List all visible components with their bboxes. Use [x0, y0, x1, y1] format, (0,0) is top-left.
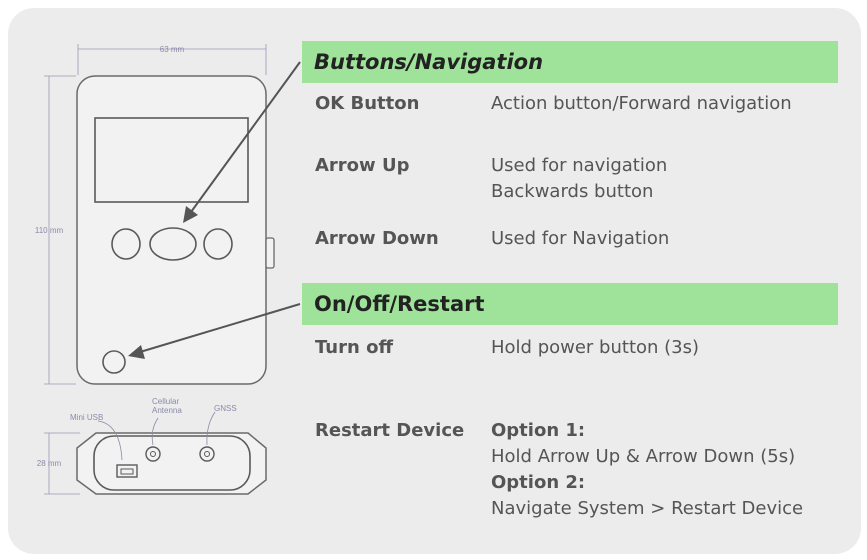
restart-device-desc: Option 1: Hold Arrow Up & Arrow Down (5s…: [491, 418, 803, 522]
arrow-up-button: [111, 228, 141, 260]
mini-usb-label: Mini USB: [70, 413, 103, 422]
arrow-down-desc: Used for Navigation: [491, 228, 670, 249]
gnss-leader: [206, 411, 216, 446]
turn-off-desc: Hold power button (3s): [491, 337, 700, 358]
turn-off-label: Turn off: [315, 337, 394, 358]
arrow-up-desc-line1: Used for navigation: [491, 155, 668, 176]
device-screen: [94, 117, 249, 203]
pointer-arrow-power: [128, 303, 301, 359]
ok-button-desc: Action button/Forward navigation: [491, 93, 792, 114]
gnss-label: GNSS: [214, 404, 237, 413]
gnss-port: [199, 446, 215, 462]
mini-usb-port: [116, 464, 138, 478]
device-bottom-inner: [93, 435, 251, 491]
cellular-antenna-port: [145, 446, 161, 462]
on-off-restart-header: On/Off/Restart: [302, 283, 838, 325]
width-dim-label: 63 mm: [160, 45, 185, 54]
restart-device-label: Restart Device: [315, 420, 465, 441]
arrow-up-label: Arrow Up: [315, 155, 410, 176]
device-side-button: [265, 237, 275, 269]
ok-button-label: OK Button: [315, 93, 420, 114]
width-dimension: [77, 44, 267, 75]
buttons-navigation-header: Buttons/Navigation: [302, 41, 838, 83]
power-button: [102, 350, 126, 374]
option2-label: Option 2:: [491, 472, 586, 493]
height-dim-label: 110 mm: [35, 226, 64, 235]
arrow-down-button: [203, 228, 233, 260]
option1-text: Hold Arrow Up & Arrow Down (5s): [491, 446, 796, 467]
depth-dimension: [44, 432, 80, 495]
depth-dim-label: 28 mm: [37, 459, 62, 468]
arrow-up-desc-line2: Backwards button: [491, 181, 654, 202]
arrow-down-label: Arrow Down: [315, 228, 439, 249]
usb-leader: [97, 420, 123, 461]
ok-button: [149, 227, 197, 261]
pointer-arrow-buttons: [183, 61, 301, 223]
option2-text: Navigate System > Restart Device: [491, 498, 804, 519]
cellular-leader: [151, 417, 159, 446]
option1-label: Option 1:: [491, 420, 586, 441]
height-dimension: [44, 75, 76, 385]
arrow-up-desc: Used for navigation Backwards button: [491, 153, 667, 205]
